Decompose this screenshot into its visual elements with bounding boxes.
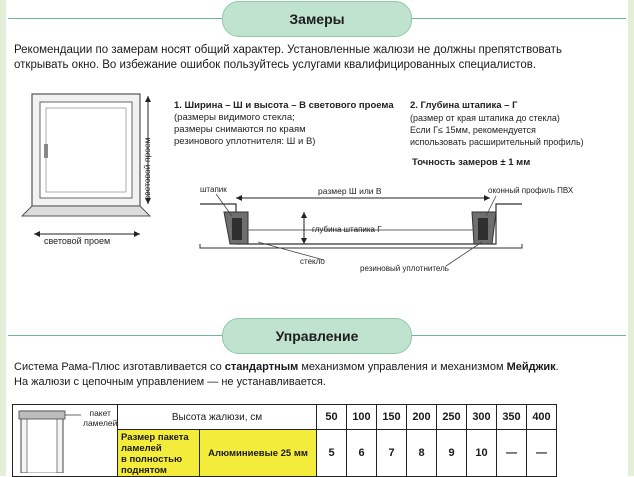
window-label-side: световой проем (142, 137, 152, 200)
control-line1-part-c: механизмом управления и механизмом (298, 361, 507, 373)
shtapik-right (471, 211, 497, 245)
packet-illustration-cell: пакет ламелей (12, 404, 118, 477)
control-text: Система Рама-Плюс изготавливается со ста… (14, 360, 614, 390)
step2-title: 2. Глубина штапика – Г (410, 100, 518, 111)
right-border (628, 0, 634, 476)
table-data-row: Размер пакета ламелей в полностью поднят… (13, 429, 557, 477)
row-label-2: ламелей (121, 443, 162, 454)
leader-lines (215, 193, 497, 267)
label-shtapik: штапик (200, 185, 227, 194)
value-150: 7 (376, 429, 407, 477)
packet-label-1: пакет (89, 408, 111, 418)
control-line1-part-a: Система Рама-Плюс изготавливается со (14, 361, 225, 373)
value-250: 9 (436, 429, 467, 477)
step2-line2: (размер от края штапика до стекла) (410, 113, 560, 123)
value-200: 8 (406, 429, 437, 477)
value-50: 5 (316, 429, 347, 477)
accuracy-note: Точность замеров ± 1 мм (412, 157, 531, 168)
packet-illustration (18, 410, 81, 473)
frame-outline (199, 203, 523, 249)
height-200: 200 (406, 404, 437, 430)
step1-line3: размеры снимаются по краям (174, 124, 306, 135)
control-line-1: Система Рама-Плюс изготавливается со ста… (14, 360, 614, 375)
label-glass: стекло (300, 257, 325, 266)
packet-label: пакет ламелей (83, 408, 117, 428)
window-height-arrow (145, 96, 151, 204)
control-line-2: На жалюзи с цепочным управлением — не ус… (14, 376, 326, 388)
value-100: 6 (346, 429, 377, 477)
label-seal: резиновый уплотнитель (360, 264, 449, 273)
intro-line-1: Рекомендации по замерам носят общий хара… (14, 44, 562, 56)
height-100: 100 (346, 404, 377, 430)
label-depth: глубина штапика Г (312, 225, 382, 234)
control-line1-standard: стандартным (224, 361, 299, 373)
depth-arrow (301, 212, 307, 244)
value-400: — (526, 429, 557, 477)
intro-line-2: открывать окно. Во избежание ошибок поль… (14, 59, 537, 71)
row-label-3: в полностью (121, 454, 183, 465)
window-frame (20, 93, 152, 217)
value-300: 10 (466, 429, 497, 477)
material-cell: Алюминиевые 25 мм (199, 429, 317, 477)
value-350: — (496, 429, 527, 477)
window-width-arrow (34, 231, 140, 237)
step1-line4: резинового уплотнителя: Ш и В) (174, 136, 316, 147)
height-350: 350 (496, 404, 527, 430)
height-400: 400 (526, 404, 557, 430)
height-250: 250 (436, 404, 467, 430)
step2-line4: использовать расширительный профиль) (410, 137, 584, 147)
step1-line2: (размеры видимого стекла; (174, 112, 295, 123)
height-header: Высота жалюзи, см (117, 404, 317, 430)
left-border (0, 0, 6, 476)
shtapik-left (223, 211, 249, 245)
row-label-4: поднятом (121, 465, 167, 476)
step1-text: 1. Ширина – Ш и высота – В светового про… (174, 100, 394, 148)
spec-table: пакет ламелей Высота жалюзи, см 50 100 1… (12, 404, 557, 477)
control-line1-part-e: . (555, 361, 559, 373)
step1-title: 1. Ширина – Ш и высота – В светового про… (174, 100, 394, 111)
height-150: 150 (376, 404, 407, 430)
size-arrow (236, 195, 490, 201)
table-header-row: пакет ламелей Высота жалюзи, см 50 100 1… (12, 404, 557, 477)
section-title-measurements: Замеры (222, 1, 412, 37)
section-title-control: Управление (222, 318, 412, 354)
label-size: размер Ш или В (318, 186, 382, 196)
measurements-intro: Рекомендации по замерам носят общий хара… (14, 43, 614, 73)
step2-line3: Если Г≤ 15мм, рекомендуется (410, 125, 536, 135)
cross-section-diagram (199, 193, 523, 267)
window-diagram (20, 93, 152, 237)
packet-label-2: ламелей (83, 418, 118, 428)
height-300: 300 (466, 404, 497, 430)
label-profile: оконный профиль ПВХ (488, 186, 574, 195)
row-label-cell: Размер пакета ламелей в полностью поднят… (117, 429, 200, 477)
height-50: 50 (316, 404, 347, 430)
control-line1-magic: Мейджик (506, 361, 556, 373)
step2-text: 2. Глубина штапика – Г (размер от края ш… (410, 100, 584, 148)
row-label-1: Размер пакета (121, 432, 189, 443)
window-label-bottom: световой проем (44, 236, 111, 246)
